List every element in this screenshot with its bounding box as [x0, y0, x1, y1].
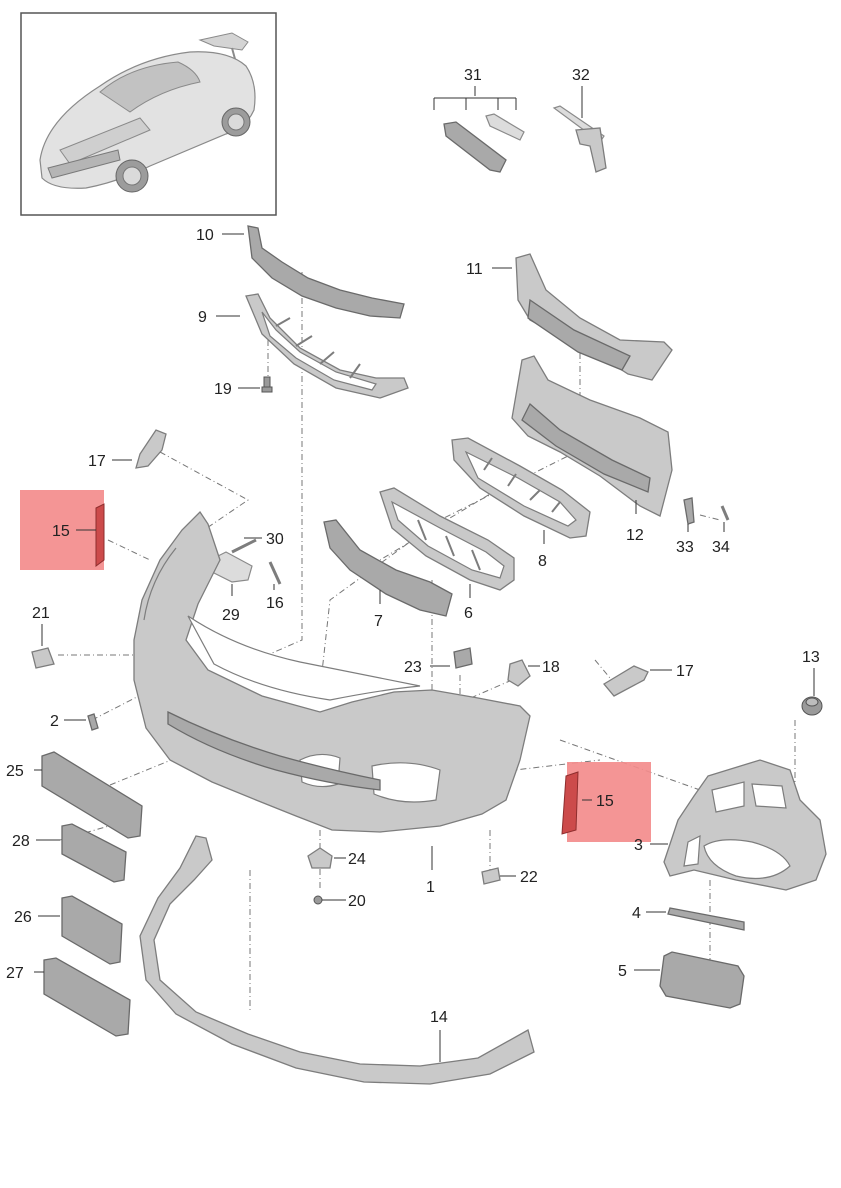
part-7-mesh-insert	[323, 519, 453, 617]
callout-24: 24	[348, 851, 366, 868]
callout-33: 33	[676, 539, 694, 556]
leader-lines	[34, 86, 815, 1062]
part-18-bracket	[507, 659, 531, 687]
callout-4: 4	[632, 905, 641, 922]
callout-14: 14	[430, 1009, 448, 1026]
part-9-grille	[245, 293, 409, 399]
part-4-trim-strip	[667, 907, 745, 931]
callout-26: 26	[14, 909, 32, 926]
part-28-plate	[61, 823, 127, 883]
part-1-bumper-cover	[133, 510, 531, 833]
part-16-screw	[268, 561, 282, 585]
callout-12: 12	[626, 527, 644, 544]
callout-20: 20	[348, 893, 366, 910]
callout-27: 27	[6, 965, 24, 982]
callout-34: 34	[712, 539, 730, 556]
callout-23: 23	[404, 659, 422, 676]
part-20-nut	[313, 895, 323, 905]
callout-31: 31	[464, 67, 482, 84]
part-32-applicator-gun	[552, 105, 607, 173]
part-15-guide-right	[561, 762, 651, 842]
callout-17-upper: 17	[88, 453, 106, 470]
part-25-plate	[41, 751, 143, 839]
callout-30: 30	[266, 531, 284, 548]
part-6-grille-frame	[379, 487, 515, 591]
part-17-bracket-upper	[135, 429, 167, 469]
part-13-buffer	[801, 696, 823, 716]
part-34-nut	[720, 505, 730, 521]
callout-6: 6	[464, 605, 473, 622]
callout-13: 13	[802, 649, 820, 666]
part-21-bracket	[31, 647, 55, 669]
callout-16: 16	[266, 595, 284, 612]
callout-8: 8	[538, 553, 547, 570]
callout-15-right: 15	[596, 793, 614, 810]
part-23-bracket	[453, 647, 473, 669]
part-5-mesh-insert	[659, 951, 745, 1009]
vehicle-inset	[20, 12, 277, 216]
part-8-grille	[451, 437, 591, 539]
part-33-screw	[683, 497, 695, 525]
callout-labels: 10 9 19 17 15 30 29 16 21 2 25 28 26 27 …	[6, 67, 820, 1026]
callout-29: 29	[222, 607, 240, 624]
part-26-plate	[61, 895, 123, 965]
callout-2: 2	[50, 713, 59, 730]
part-27-plate	[43, 957, 131, 1037]
callout-19: 19	[214, 381, 232, 398]
callout-32: 32	[572, 67, 590, 84]
callout-17-lower: 17	[676, 663, 694, 680]
part-19-screw	[261, 376, 273, 393]
callout-28: 28	[12, 833, 30, 850]
part-10-foam-strip	[247, 225, 405, 319]
callout-9: 9	[198, 309, 207, 326]
part-3-bracket-assembly	[663, 759, 827, 891]
callout-10: 10	[196, 227, 214, 244]
callout-25: 25	[6, 763, 24, 780]
callout-7: 7	[374, 613, 383, 630]
callout-21: 21	[32, 605, 50, 622]
callout-3: 3	[634, 837, 643, 854]
part-2-clip	[87, 713, 99, 731]
car-thumbnail-icon	[39, 32, 256, 193]
callout-18: 18	[542, 659, 560, 676]
part-30-screw	[231, 538, 257, 554]
callout-1: 1	[426, 879, 435, 896]
callout-22: 22	[520, 869, 538, 886]
part-22-bracket	[481, 867, 501, 885]
callout-5: 5	[618, 963, 627, 980]
part-24-bracket	[307, 847, 333, 869]
part-17-bracket-lower	[603, 665, 649, 697]
part-31-adhesive-kit	[443, 113, 525, 173]
callout-15-left: 15	[52, 523, 70, 540]
callout-11: 11	[466, 261, 483, 278]
part-14-spoiler-lip	[139, 835, 535, 1085]
